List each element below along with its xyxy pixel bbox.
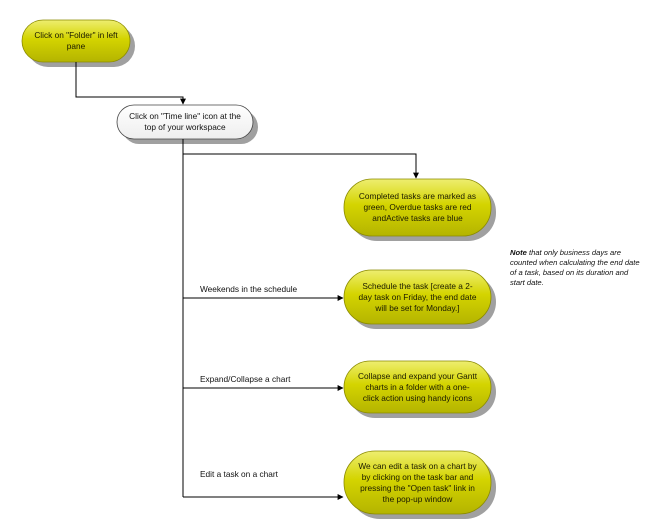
node-completed-tasks: Completed tasks are marked as green, Ove… <box>358 191 477 223</box>
node-shape-completed <box>343 178 492 237</box>
node-schedule-task: Schedule the task [create a 2-day task o… <box>358 280 477 313</box>
node-click-folder: Click on "Folder" in left pane <box>34 30 118 51</box>
node-collapse-expand: Collapse and expand your Gantt charts in… <box>358 370 478 403</box>
node-click-timeline: Click on "Time line" icon at the top of … <box>129 111 241 132</box>
edge-label-edit-task: Edit a task on a chart <box>200 469 278 479</box>
connector-to-completed <box>183 153 419 179</box>
node-shape-edit <box>343 450 492 515</box>
node-shape-step2 <box>116 104 254 140</box>
note-text: that only business days are counted when… <box>510 248 640 287</box>
node-edit-task: We can edit a task on a chart by by clic… <box>358 460 477 504</box>
connector-step1-step2 <box>75 62 186 105</box>
node-shape-schedule <box>343 269 492 325</box>
business-days-note: Note that only business days are counted… <box>510 248 645 288</box>
node-shape-collapse <box>343 360 492 414</box>
note-bold: Note <box>510 248 527 257</box>
edge-label-expand-collapse: Expand/Collapse a chart <box>200 374 291 384</box>
edge-label-weekends: Weekends in the schedule <box>200 284 298 294</box>
